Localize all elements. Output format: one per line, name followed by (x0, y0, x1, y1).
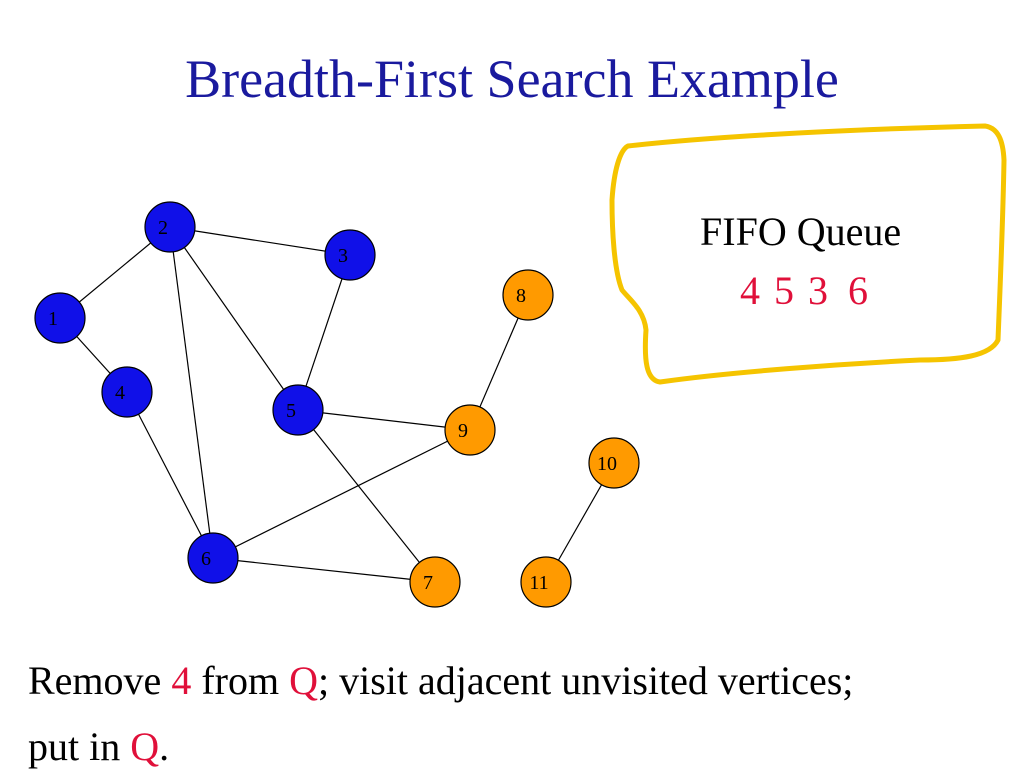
node-5: 5 (272, 384, 324, 436)
queue-border (609, 123, 1007, 385)
node-label: 9 (458, 420, 468, 442)
caption-from: from (191, 658, 290, 703)
node-circle (272, 384, 324, 436)
node-circle (34, 292, 86, 344)
node-circle (144, 201, 196, 253)
queue-item: 6 (848, 268, 868, 313)
node-11: 11 (520, 556, 572, 608)
edge-2-5 (169, 226, 299, 411)
node-label: 10 (597, 453, 617, 475)
nodes-layer: 1 2 3 4 5 6 7 8 9 10 11 (34, 201, 640, 608)
node-7: 7 (409, 556, 461, 608)
node-circle (502, 269, 554, 321)
edge-6-9 (212, 429, 471, 559)
node-4: 4 (101, 366, 153, 418)
caption: Remove 4 from Q; visit adjacent unvisite… (28, 648, 1008, 780)
node-3: 3 (324, 229, 376, 281)
edge-6-7 (212, 557, 436, 583)
node-label: 7 (423, 572, 433, 594)
queue-label: FIFO Queue (700, 209, 902, 254)
node-circle (444, 404, 496, 456)
node-label: 11 (529, 572, 548, 594)
caption-rest: ; visit adjacent unvisited vertices; (317, 658, 854, 703)
queue-item: 5 (774, 268, 794, 313)
node-circle (187, 532, 239, 584)
node-circle (520, 556, 572, 608)
node-label: 8 (516, 285, 526, 307)
node-circle (101, 366, 153, 418)
node-label: 2 (158, 217, 168, 239)
edge-3-5 (297, 254, 351, 411)
node-label: 5 (286, 400, 296, 422)
edge-2-3 (169, 226, 351, 256)
caption-put: put in (28, 724, 131, 769)
caption-vertex: 4 (171, 658, 192, 703)
node-2: 2 (144, 201, 196, 253)
node-label: 4 (115, 382, 125, 404)
node-label: 6 (201, 548, 211, 570)
node-circle (588, 437, 640, 489)
node-1: 1 (34, 292, 86, 344)
page-title: Breadth-First Search Example (185, 49, 839, 109)
node-8: 8 (502, 269, 554, 321)
queue-item: 4 (740, 268, 760, 313)
edge-2-6 (169, 226, 214, 559)
node-circle (324, 229, 376, 281)
caption-remove: Remove (28, 658, 172, 703)
edge-5-7 (297, 409, 436, 583)
node-circle (409, 556, 461, 608)
edge-4-6 (126, 391, 214, 559)
caption-end: . (159, 724, 170, 769)
edge-5-9 (297, 409, 471, 431)
node-10: 10 (588, 437, 640, 489)
caption-queue-2: Q (130, 724, 160, 769)
caption-queue-1: Q (289, 658, 318, 703)
queue-item: 3 (808, 268, 828, 313)
node-label: 3 (338, 245, 348, 267)
node-9: 9 (444, 404, 496, 456)
node-6: 6 (187, 532, 239, 584)
node-label: 1 (48, 308, 58, 330)
